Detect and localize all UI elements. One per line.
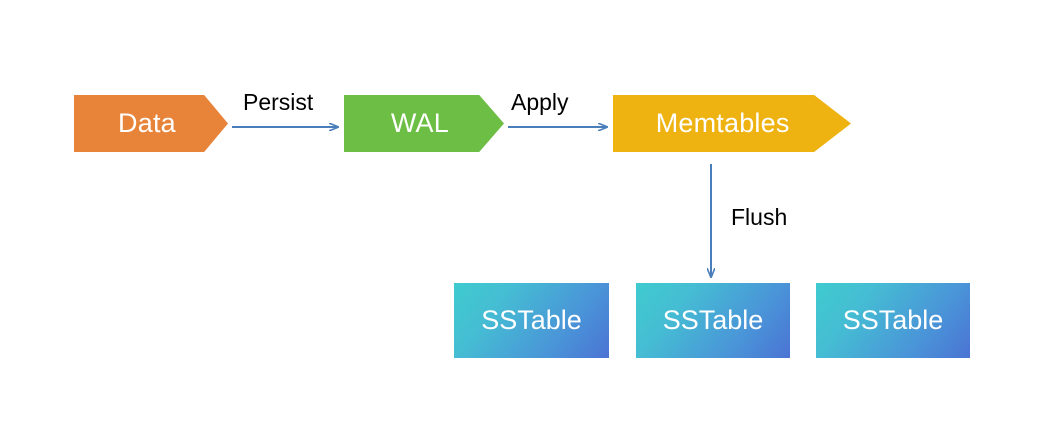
node-sstable-2-label: SSTable (662, 305, 764, 335)
node-sstable-1[interactable]: SSTable (454, 283, 609, 358)
edge-apply-label: Apply (511, 89, 569, 115)
node-sstable-3-label: SSTable (842, 305, 944, 335)
edge-persist-label: Persist (243, 89, 314, 115)
edge-flush-label: Flush (731, 204, 788, 230)
node-sstable-3[interactable]: SSTable (816, 283, 970, 358)
node-sstable-2[interactable]: SSTable (636, 283, 790, 358)
node-sstable-1-label: SSTable (481, 305, 582, 335)
